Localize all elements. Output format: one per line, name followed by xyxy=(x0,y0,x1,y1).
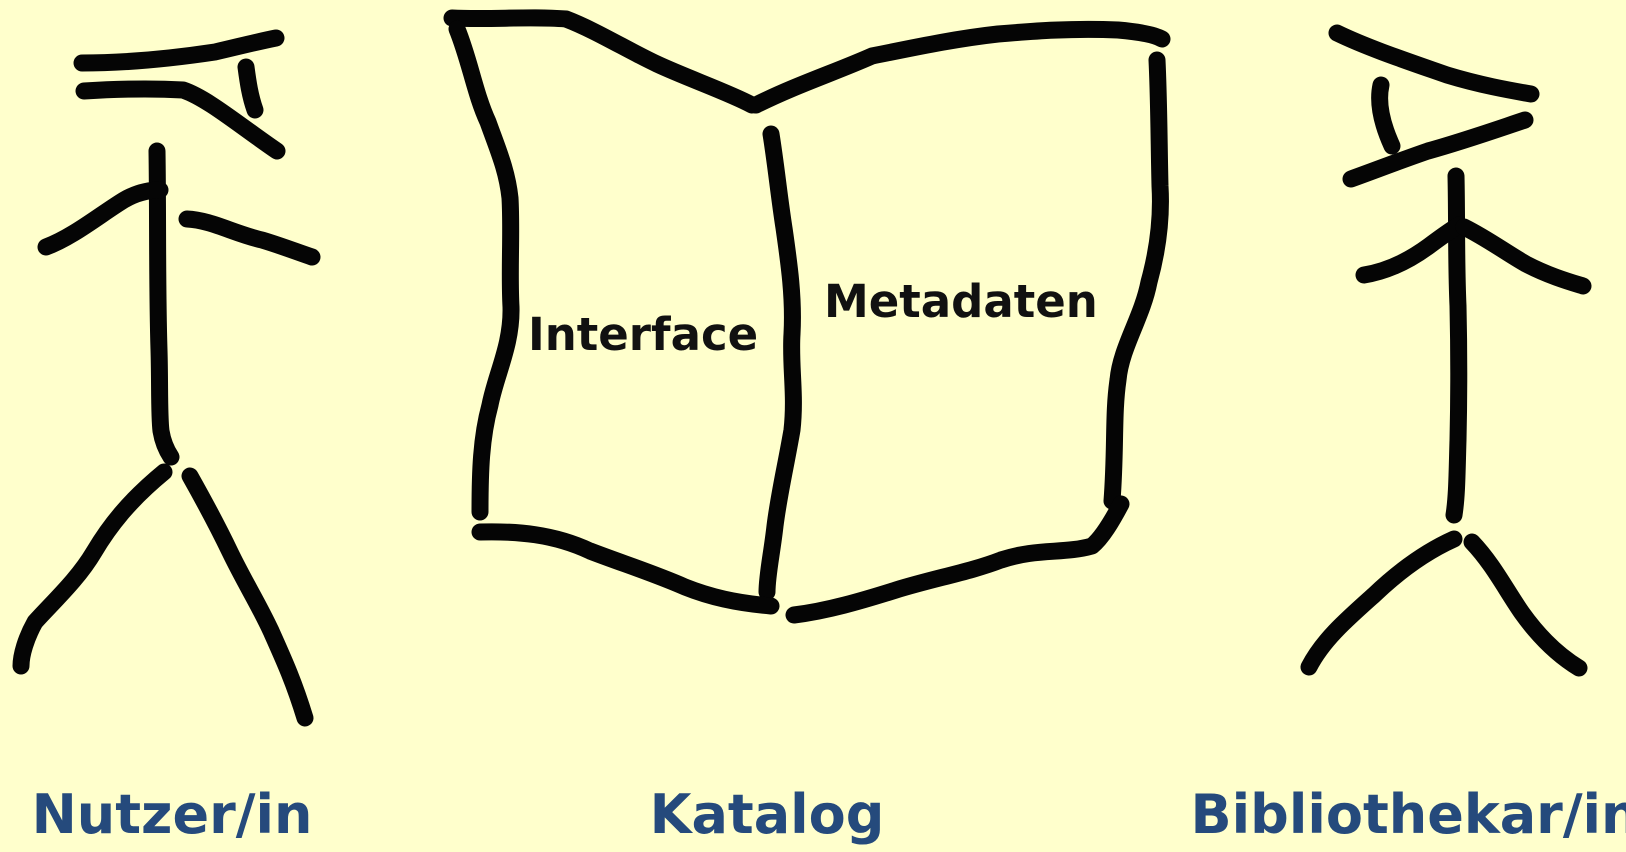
user-caption: Nutzer/in xyxy=(31,783,313,846)
user-body xyxy=(148,142,180,466)
book-right-top xyxy=(747,20,1171,114)
librarian-stick-figure-icon xyxy=(1300,24,1592,677)
librarian-hat-top xyxy=(1328,24,1540,103)
librarian-caption: Bibliothekar/in xyxy=(1190,783,1626,846)
interface-label: Interface xyxy=(528,308,758,361)
user-hat-tip xyxy=(237,58,264,119)
catalog-caption: Katalog xyxy=(649,783,885,846)
user-stick-figure-icon xyxy=(12,29,321,727)
book-left-edge xyxy=(448,20,520,521)
user-right-leg xyxy=(181,467,314,727)
book-left-top xyxy=(443,9,761,114)
user-left-leg xyxy=(12,463,173,675)
librarian-right-arm xyxy=(1455,218,1592,295)
metadata-label: Metadaten xyxy=(824,275,1098,328)
librarian-left-arm xyxy=(1355,216,1468,284)
librarian-hat-side xyxy=(1342,111,1534,188)
librarian-hat-tip xyxy=(1371,76,1401,155)
book-spine xyxy=(758,125,802,601)
user-hat-side xyxy=(75,80,286,160)
user-left-arm xyxy=(37,181,169,256)
librarian-left-leg xyxy=(1300,530,1463,676)
user-hat-brim xyxy=(73,29,285,72)
catalog-book-icon: Interface Metadaten xyxy=(443,9,1171,624)
book-left-bottom xyxy=(471,523,780,615)
book-right-bottom xyxy=(785,495,1130,624)
book-right-edge xyxy=(1103,51,1169,510)
user-right-arm xyxy=(178,210,321,266)
librarian-right-leg xyxy=(1463,533,1588,677)
